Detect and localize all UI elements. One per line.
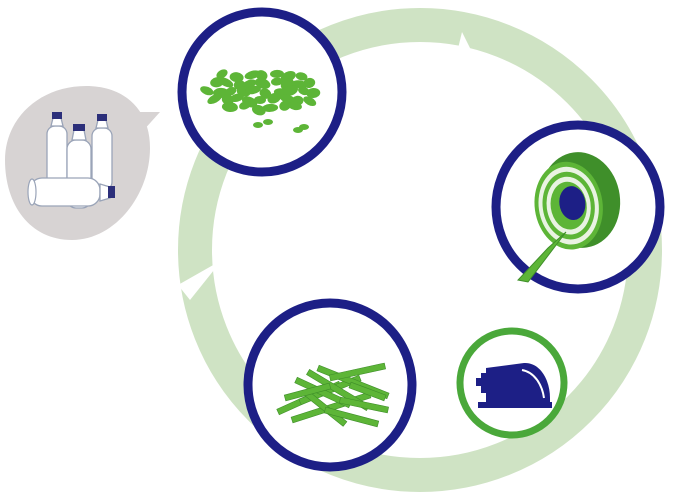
- strip: [329, 362, 386, 382]
- plastic-bottles-icon: [27, 112, 115, 209]
- flake: [221, 101, 238, 113]
- flake: [255, 70, 268, 81]
- flake: [267, 92, 281, 104]
- flake: [207, 93, 223, 104]
- bottles-bubble: [5, 86, 160, 240]
- flake: [229, 72, 244, 83]
- flake: [216, 69, 228, 79]
- extruder-machine-icon: [476, 362, 552, 408]
- flake: [225, 87, 237, 96]
- strip: [348, 381, 387, 402]
- flake: [239, 101, 251, 110]
- strip: [339, 396, 389, 414]
- flake: [263, 119, 273, 125]
- tape-roll-icon: [517, 152, 621, 283]
- strip: [283, 382, 332, 402]
- flake: [279, 100, 291, 111]
- shredded-strips-icon: [276, 362, 390, 428]
- stage-machine-node: [456, 327, 568, 439]
- strip: [323, 406, 380, 428]
- flake: [295, 72, 308, 81]
- flake: [230, 93, 244, 102]
- flake: [259, 88, 272, 99]
- flake: [306, 87, 321, 99]
- flake: [245, 85, 261, 95]
- flake: [200, 86, 214, 96]
- flake: [218, 77, 234, 88]
- cycle-arrowhead-left: [178, 260, 222, 300]
- flake: [288, 101, 302, 111]
- flake: [299, 124, 309, 130]
- flake: [253, 122, 263, 128]
- flake: [262, 103, 279, 112]
- flake: [303, 96, 317, 106]
- flake: [254, 78, 271, 89]
- stage-strips-node: [243, 298, 417, 472]
- flake: [254, 96, 266, 104]
- flake: [270, 77, 283, 86]
- stage-flakes-node: [177, 7, 347, 177]
- cycle-arrowhead-top: [446, 32, 482, 98]
- flake: [251, 104, 266, 116]
- flake: [270, 69, 284, 78]
- plastic-flakes-icon: [200, 69, 321, 133]
- stage-roll-node: [491, 120, 665, 294]
- flake: [303, 77, 316, 89]
- flake: [282, 85, 299, 97]
